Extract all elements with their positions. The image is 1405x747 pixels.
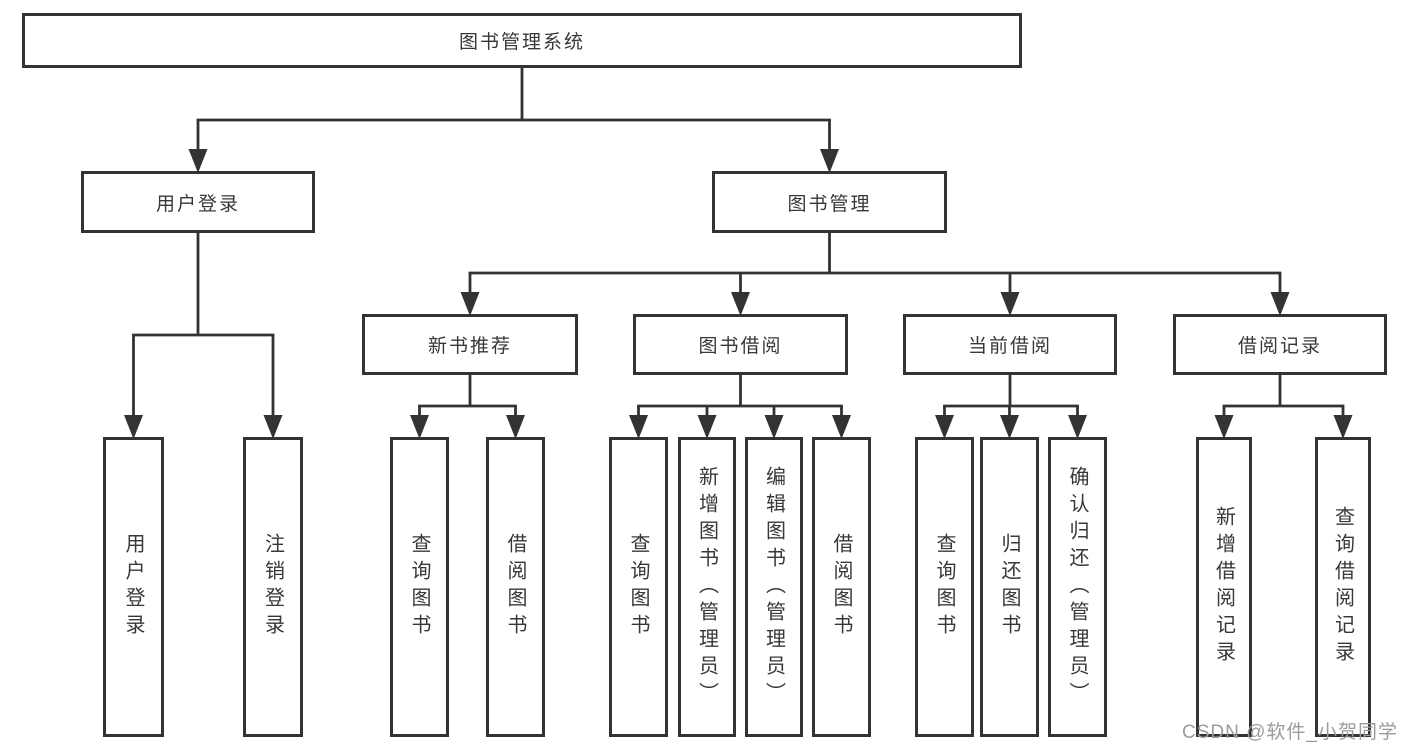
arrowhead-icon — [1000, 415, 1019, 439]
arrowhead-icon — [1068, 415, 1087, 439]
node-borrow-record: 借阅记录 — [1173, 314, 1387, 375]
node-label: 借阅记录 — [1237, 336, 1322, 357]
arrowhead-icon — [1214, 415, 1234, 439]
node-label: 新增图书（管理员） — [695, 465, 718, 709]
node-label: 查询借阅记录 — [1331, 506, 1354, 668]
arrowhead-icon — [764, 415, 784, 439]
node-book-mgmt: 图书管理 — [712, 171, 947, 233]
node-label: 当前借阅 — [967, 336, 1052, 357]
arrowhead-icon — [697, 415, 717, 439]
arrowhead-icon — [410, 415, 429, 439]
node-label: 编辑图书（管理员） — [762, 465, 785, 709]
node-user-login: 用户登录 — [81, 171, 315, 233]
node-leaf-query-book-2: 查询图书 — [609, 437, 668, 737]
node-label: 查询图书 — [408, 533, 430, 641]
node-leaf-add-record: 新增借阅记录 — [1196, 437, 1252, 737]
node-leaf-borrow-book-2: 借阅图书 — [812, 437, 871, 737]
node-leaf-user-login: 用户登录 — [103, 437, 164, 737]
arrowhead-icon — [820, 149, 839, 173]
node-new-book-rec: 新书推荐 — [362, 314, 578, 375]
node-label: 图书管理 — [787, 193, 872, 215]
node-leaf-logout: 注销登录 — [243, 437, 303, 737]
arrowhead-icon — [460, 292, 480, 316]
node-leaf-query-book-3: 查询图书 — [915, 437, 974, 737]
node-label: 归还图书 — [998, 533, 1020, 641]
arrowhead-icon — [506, 415, 525, 439]
node-leaf-borrow-book-1: 借阅图书 — [486, 437, 545, 737]
arrowhead-icon — [731, 292, 750, 316]
node-label: 查询图书 — [627, 533, 649, 641]
watermark: CSDN @软件_小贺同学 — [1182, 722, 1398, 743]
node-label: 注销登录 — [261, 533, 284, 641]
node-label: 图书管理系统 — [458, 32, 585, 53]
node-leaf-query-record: 查询借阅记录 — [1315, 437, 1371, 737]
arrowhead-icon — [1333, 415, 1353, 439]
node-label: 借阅图书 — [504, 533, 526, 641]
node-leaf-add-book: 新增图书（管理员） — [678, 437, 736, 737]
arrowhead-icon — [1000, 292, 1020, 316]
node-label: 用户登录 — [155, 193, 240, 215]
arrowhead-icon — [188, 149, 208, 173]
arrowhead-icon — [1270, 292, 1290, 316]
arrowhead-icon — [832, 415, 851, 439]
node-label: 查询图书 — [933, 533, 955, 641]
arrowhead-icon — [263, 415, 283, 439]
node-book-borrow: 图书借阅 — [633, 314, 848, 375]
node-label: 用户登录 — [122, 533, 144, 641]
node-leaf-confirm-return: 确认归还（管理员） — [1048, 437, 1107, 737]
node-leaf-query-book-1: 查询图书 — [390, 437, 449, 737]
node-label: 新增借阅记录 — [1212, 506, 1235, 668]
node-label: 新书推荐 — [427, 336, 512, 357]
arrowhead-icon — [124, 415, 143, 439]
node-label: 图书借阅 — [698, 336, 783, 357]
node-root: 图书管理系统 — [22, 13, 1022, 68]
arrowhead-icon — [629, 415, 648, 439]
node-leaf-edit-book: 编辑图书（管理员） — [745, 437, 803, 737]
node-label: 借阅图书 — [830, 533, 852, 641]
node-leaf-return-book: 归还图书 — [980, 437, 1039, 737]
arrowhead-icon — [935, 415, 954, 439]
node-label: 确认归还（管理员） — [1066, 465, 1088, 709]
node-current-borrow: 当前借阅 — [903, 314, 1117, 375]
